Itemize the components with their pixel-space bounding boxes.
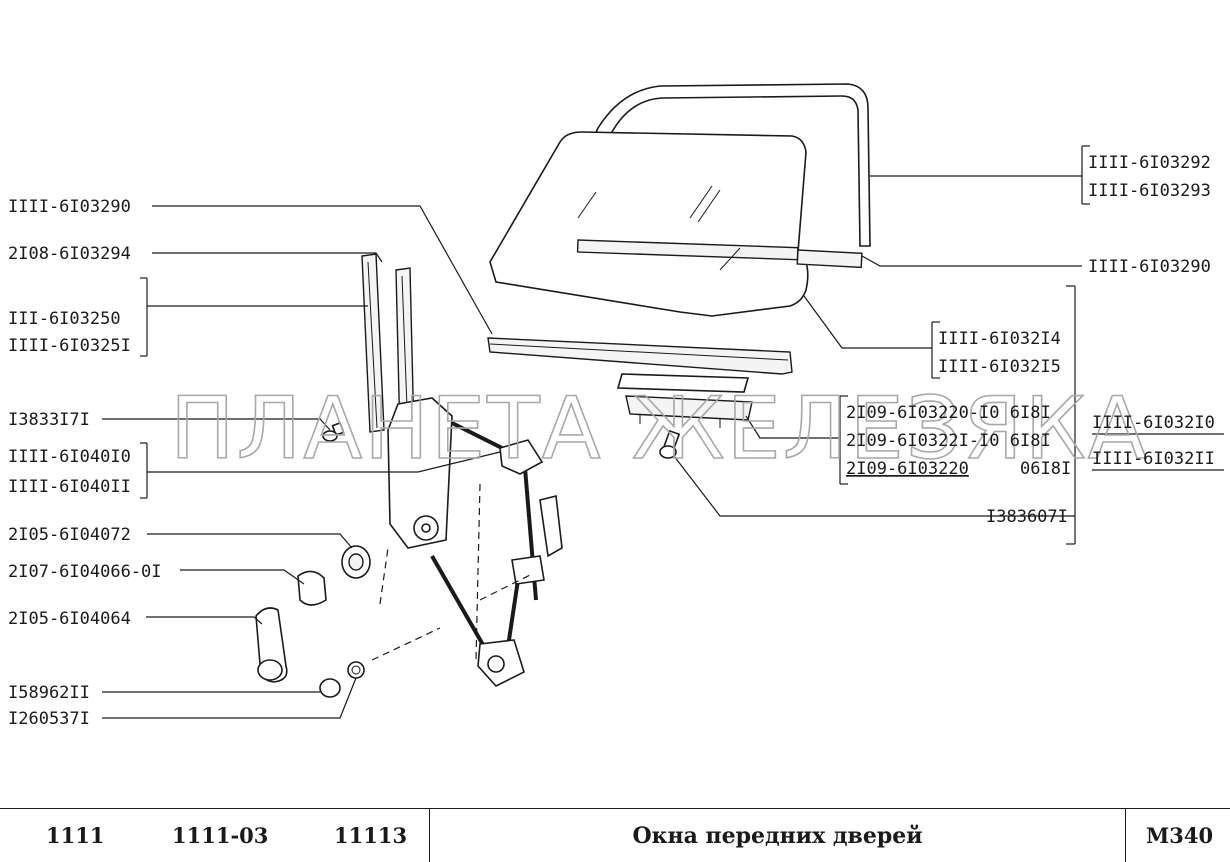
model-1111: 1111	[46, 823, 105, 848]
label-1111-6103290-left: IIII-6I03290	[8, 197, 131, 217]
label-1111-6103215: IIII-6I032I5	[938, 357, 1061, 377]
leader-lines-left	[102, 205, 501, 719]
door-glass	[489, 131, 809, 317]
label-1111-6103290-right: IIII-6I03290	[1088, 257, 1211, 277]
label-13833171: I3833I7I	[8, 410, 90, 430]
diagram-code: M340	[1146, 823, 1214, 848]
leader-lines-right	[673, 145, 1224, 545]
label-2109-6103220: 2I09-6I03220	[846, 459, 969, 479]
handle-parts	[255, 545, 371, 698]
bolt-part	[659, 429, 681, 459]
label-1111-6103250: III-6I03250	[8, 309, 121, 329]
labels-left: IIII-6I03290 2I08-6I03294 III-6I03250 II…	[8, 197, 162, 729]
label-13836071: I383607I	[986, 507, 1068, 527]
glass-holder	[616, 373, 753, 428]
label-2109-6103221-10: 2I09-6I0322I-I0 6I8I	[846, 431, 1051, 451]
label-2107-6104066-01: 2I07-6I04066-0I	[8, 562, 162, 582]
title-block-title: Окна передних дверей	[430, 809, 1126, 862]
title-block-code: M340	[1126, 809, 1230, 862]
watermark-text: ПЛАНЕТА ЖЕЛЕЗЯКА	[170, 379, 1149, 479]
outer-strip	[796, 249, 863, 269]
label-1111-6103211: IIII-6I032II	[1092, 449, 1215, 469]
label-06181: 06I8I	[1020, 459, 1071, 479]
label-12605371: I260537I	[8, 709, 90, 729]
labels-right: IIII-6I03292 IIII-6I03293 IIII-6I03290 I…	[846, 153, 1215, 527]
title-block-models: 1111 1111-03 11113	[0, 809, 430, 862]
label-1111-6103214: IIII-6I032I4	[938, 329, 1061, 349]
title-block: 1111 1111-03 11113 Окна передних дверей …	[0, 808, 1230, 862]
model-1111-03: 1111-03	[172, 823, 269, 848]
label-2105-6104072: 2I05-6I04072	[8, 525, 131, 545]
window-frame-seal	[546, 83, 871, 251]
label-2108-6103294: 2I08-6I03294	[8, 244, 131, 264]
label-1111-6103210: IIII-6I032I0	[1092, 413, 1215, 433]
label-15896211: I58962II	[8, 683, 90, 703]
label-1111-6103292: IIII-6I03292	[1088, 153, 1211, 173]
label-2109-6103220-10: 2I09-6I03220-I0 6I8I	[846, 403, 1051, 423]
label-1111-6103251: IIII-6I0325I	[8, 336, 131, 356]
label-1111-6104010: IIII-6I040I0	[8, 447, 131, 467]
guide-channels	[361, 253, 415, 439]
window-regulator	[371, 397, 563, 687]
label-2105-6104064: 2I05-6I04064	[8, 609, 131, 629]
diagram-title: Окна передних дверей	[632, 823, 923, 849]
model-11113: 11113	[334, 823, 408, 848]
lower-strip	[487, 337, 793, 375]
label-1111-6103293: IIII-6I03293	[1088, 181, 1211, 201]
label-1111-6104011: IIII-6I040II	[8, 477, 131, 497]
screw-part	[322, 421, 345, 442]
